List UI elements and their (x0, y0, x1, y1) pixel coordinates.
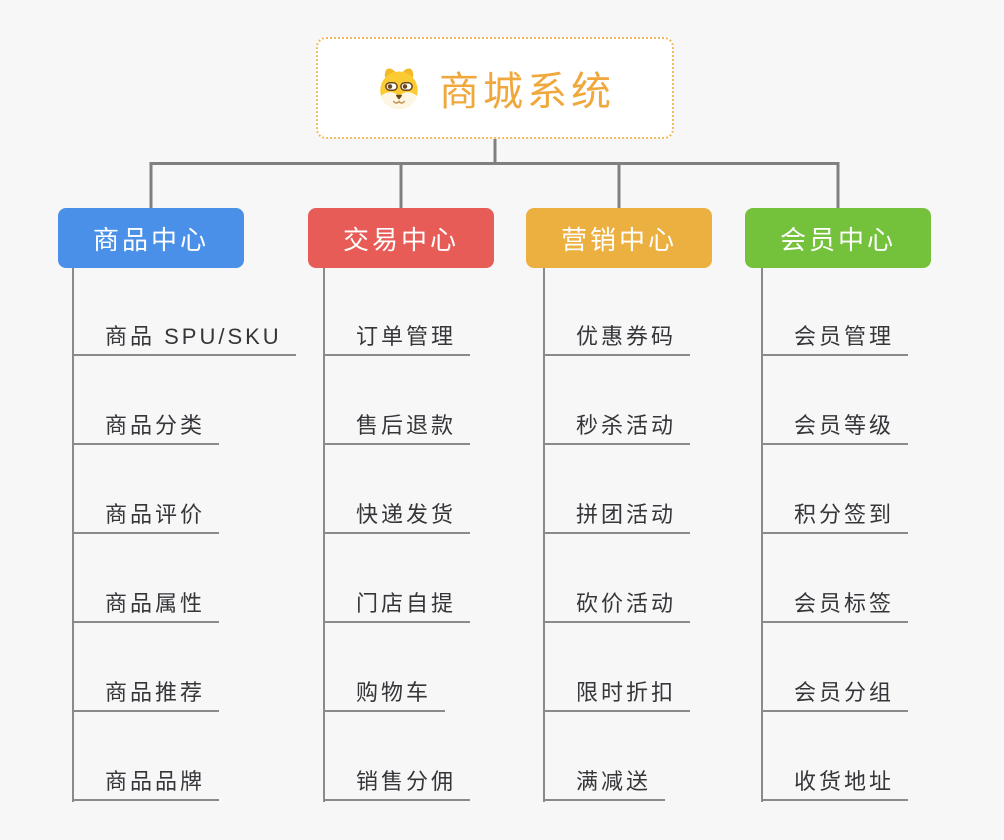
leaf-node[interactable]: 会员标签 (761, 587, 909, 623)
dog-face-icon (380, 68, 418, 109)
branch-node-product[interactable]: 商品中心 (58, 208, 244, 268)
branch-node-trade[interactable]: 交易中心 (308, 208, 494, 268)
leaf-node[interactable]: 拼团活动 (543, 498, 691, 534)
branch-drop-line (72, 268, 74, 802)
leaf-node[interactable]: 会员分组 (761, 676, 909, 712)
leaf-node[interactable]: 满减送 (543, 765, 666, 801)
leaf-node[interactable]: 限时折扣 (543, 676, 691, 712)
leaf-node[interactable]: 售后退款 (323, 409, 471, 445)
leaf-node[interactable]: 砍价活动 (543, 587, 691, 623)
root-title: 商城系统 (439, 70, 615, 114)
branch-drop-line (761, 268, 763, 802)
leaf-node[interactable]: 商品品牌 (72, 765, 220, 801)
branch-drop-line (543, 268, 545, 802)
branch-node-member[interactable]: 会员中心 (745, 208, 931, 268)
root-node[interactable]: 商城系统 (316, 37, 674, 139)
branch-node-marketing[interactable]: 营销中心 (526, 208, 712, 268)
leaf-node[interactable]: 积分签到 (761, 498, 909, 534)
leaf-node[interactable]: 优惠券码 (543, 320, 691, 356)
leaf-node[interactable]: 会员等级 (761, 409, 909, 445)
leaf-node[interactable]: 商品推荐 (72, 676, 220, 712)
leaf-node[interactable]: 门店自提 (323, 587, 471, 623)
leaf-node[interactable]: 商品分类 (72, 409, 220, 445)
branch-drop-line (323, 268, 325, 802)
leaf-node[interactable]: 会员管理 (761, 320, 909, 356)
leaf-node[interactable]: 购物车 (323, 676, 446, 712)
leaf-node[interactable]: 秒杀活动 (543, 409, 691, 445)
leaf-node[interactable]: 快递发货 (323, 498, 471, 534)
leaf-node[interactable]: 商品属性 (72, 587, 220, 623)
leaf-node[interactable]: 销售分佣 (323, 765, 471, 801)
leaf-node[interactable]: 收货地址 (761, 765, 909, 801)
leaf-node[interactable]: 订单管理 (323, 320, 471, 356)
leaf-node[interactable]: 商品 SPU/SKU (72, 320, 296, 356)
leaf-node[interactable]: 商品评价 (72, 498, 220, 534)
